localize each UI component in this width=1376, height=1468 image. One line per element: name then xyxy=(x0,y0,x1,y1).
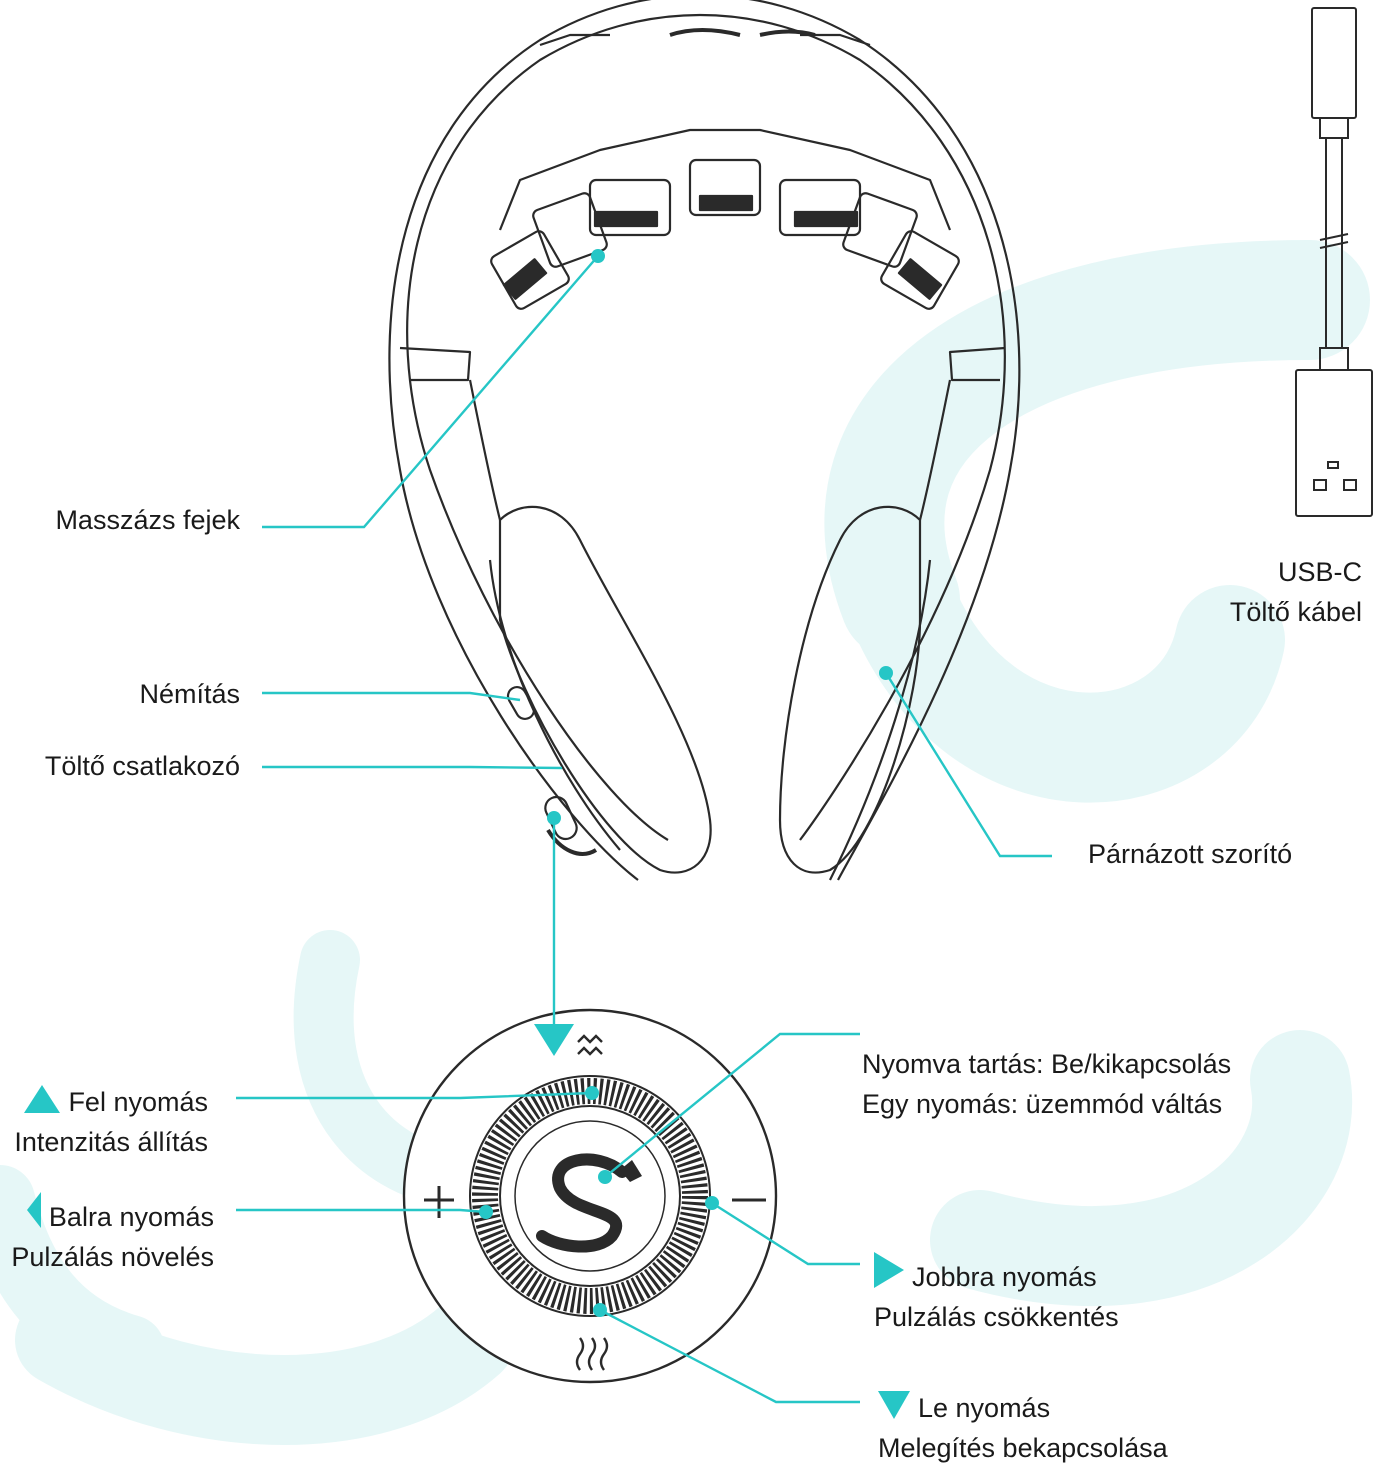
label-mute: Némítás xyxy=(139,674,240,714)
label-down-press: Le nyomás Melegítés bekapcsolása xyxy=(878,1388,1168,1468)
label-left-press: Balra nyomás Pulzálás növelés xyxy=(11,1192,214,1277)
down-arrow-icon xyxy=(878,1391,910,1419)
cable-line-1: USB-C xyxy=(1230,552,1362,592)
label-cable: USB-C Töltő kábel xyxy=(1230,552,1362,632)
control-dial xyxy=(404,1010,776,1382)
label-up-press: Fel nyomás Intenzitás állítás xyxy=(14,1082,208,1162)
label-massage-heads: Masszázs fejek xyxy=(55,500,240,540)
center-line-1: Nyomva tartás: Be/kikapcsolás xyxy=(862,1044,1231,1084)
right-arrow-icon xyxy=(874,1252,904,1288)
up-arrow-icon xyxy=(24,1085,60,1113)
massage-heads xyxy=(489,130,961,311)
down-line-1: Le nyomás xyxy=(918,1393,1050,1423)
label-cushioned-clamp: Párnázott szorító xyxy=(1088,834,1292,874)
left-line-1: Balra nyomás xyxy=(49,1202,214,1232)
cable-line-2: Töltő kábel xyxy=(1230,592,1362,632)
up-line-2: Intenzitás állítás xyxy=(14,1122,208,1162)
center-line-2: Egy nyomás: üzemmód váltás xyxy=(862,1084,1231,1124)
right-line-1: Jobbra nyomás xyxy=(912,1262,1097,1292)
label-right-press: Jobbra nyomás Pulzálás csökkentés xyxy=(874,1252,1119,1337)
mute-switch xyxy=(505,684,538,722)
label-center-button: Nyomva tartás: Be/kikapcsolás Egy nyomás… xyxy=(862,1044,1231,1124)
left-arrow-icon xyxy=(27,1192,41,1228)
left-line-2: Pulzálás növelés xyxy=(11,1237,214,1277)
right-line-2: Pulzálás csökkentés xyxy=(874,1297,1119,1337)
down-line-2: Melegítés bekapcsolása xyxy=(878,1428,1168,1468)
up-line-1: Fel nyomás xyxy=(68,1087,208,1117)
label-charging-port: Töltő csatlakozó xyxy=(45,746,240,786)
